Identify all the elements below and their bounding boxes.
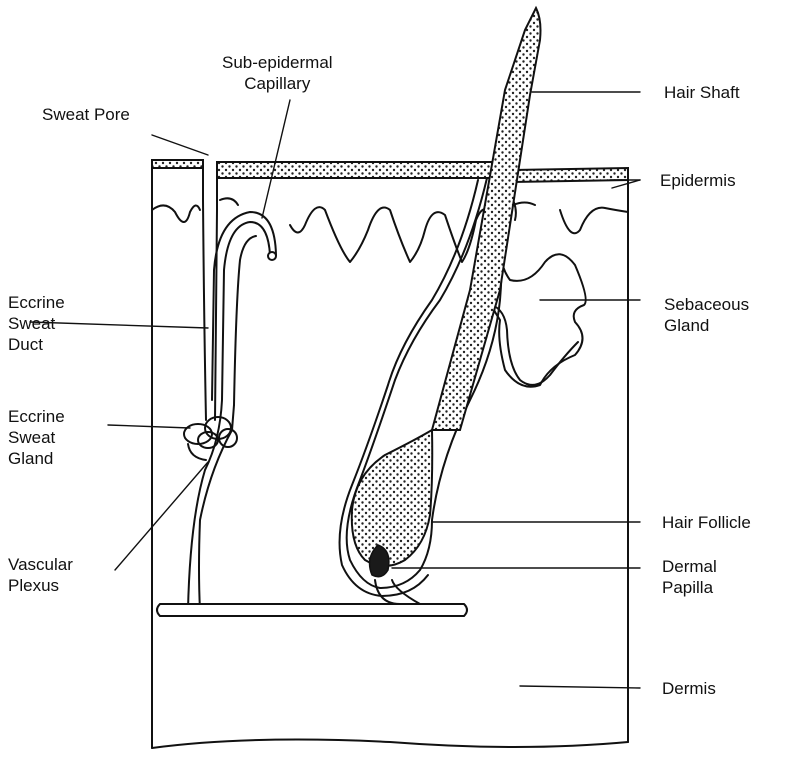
label-sebaceous-gland: Sebaceous Gland — [664, 294, 749, 336]
label-hair-shaft-text: Hair Shaft — [664, 82, 740, 103]
label-dermal-papilla: Dermal Papilla — [662, 556, 717, 598]
eccrine-sweat-duct — [203, 160, 217, 420]
label-gland-line1: Eccrine — [8, 406, 65, 427]
eccrine-sweat-gland — [184, 417, 237, 460]
label-papilla-line2: Papilla — [662, 577, 717, 598]
epidermis-layer — [152, 160, 628, 262]
label-vascular-plexus: Vascular Plexus — [8, 554, 73, 596]
label-duct-line2: Sweat — [8, 313, 65, 334]
label-hair-follicle: Hair Follicle — [662, 512, 751, 533]
label-sweat-pore: Sweat Pore — [42, 104, 130, 125]
label-sub-epidermal-line2: Capillary — [222, 73, 333, 94]
label-plexus-line1: Vascular — [8, 554, 73, 575]
label-hair-follicle-text: Hair Follicle — [662, 512, 751, 533]
label-epidermis-text: Epidermis — [660, 170, 736, 191]
hair-shaft — [432, 8, 541, 430]
label-hair-shaft: Hair Shaft — [664, 82, 740, 103]
label-dermis: Dermis — [662, 678, 716, 699]
label-papilla-line1: Dermal — [662, 556, 717, 577]
label-gland-line3: Gland — [8, 448, 65, 469]
label-gland-line2: Sweat — [8, 427, 65, 448]
label-dermis-text: Dermis — [662, 678, 716, 699]
label-eccrine-sweat-duct: Eccrine Sweat Duct — [8, 292, 65, 355]
label-sub-epidermal-line1: Sub-epidermal — [222, 52, 333, 73]
label-sebaceous-line1: Sebaceous — [664, 294, 749, 315]
label-sub-epidermal-capillary: Sub-epidermal Capillary — [222, 52, 333, 94]
label-sebaceous-line2: Gland — [664, 315, 749, 336]
label-plexus-line2: Plexus — [8, 575, 73, 596]
label-duct-line1: Eccrine — [8, 292, 65, 313]
label-eccrine-sweat-gland: Eccrine Sweat Gland — [8, 406, 65, 469]
label-duct-line3: Duct — [8, 334, 65, 355]
label-sweat-pore-text: Sweat Pore — [42, 104, 130, 125]
label-epidermis: Epidermis — [660, 170, 736, 191]
